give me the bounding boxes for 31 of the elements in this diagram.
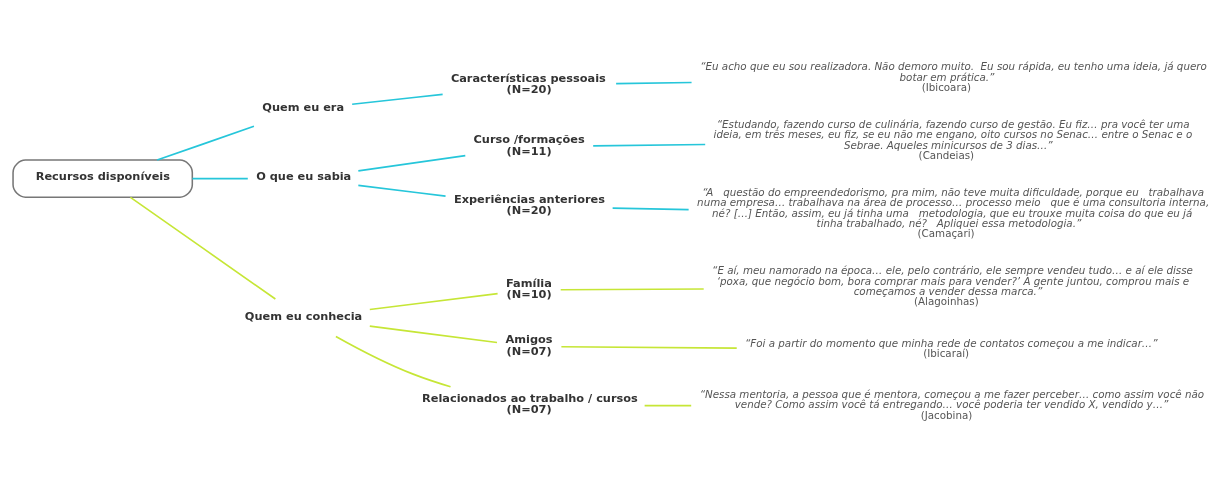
- connector: [191, 177, 249, 179]
- node-text: Experiências anteriores (N=20): [453, 191, 606, 217]
- connector: [357, 184, 447, 197]
- connector: [335, 335, 452, 388]
- node-text: Características pessoais (N=20): [450, 70, 606, 96]
- node-text: Curso /formações (N=11): [473, 131, 585, 158]
- node-text: Quem eu conhecia: [244, 308, 363, 323]
- node-text: “Eu acho que eu sou realizadora. Não demoro muito. Eu sou rápida, eu tenho uma ideia, já quero botar em prática.” (Ibicoara): [700, 59, 1207, 93]
- node-text: “E aí, meu namorado na época… ele, pelo contrário, ele sempre vendeu tudo… e aí ele disse ‘poxa, que negócio bom, bora comprar mais para vender?’ A gente juntou, comprou mais e começamos a vender dessa marca.” (Alagoinhas): [712, 263, 1193, 307]
- connector: [615, 81, 693, 84]
- node-text: O que eu sabia: [256, 168, 352, 183]
- node-text: “A questão do empreendedorismo, pra mim, não teve muita dificuldade, porque eu trabalhava numa empresa… trabalhava na área de processo… processo meio que é uma consultoria interna, né? […] Então, assim, eu já tinha uma metodologia, que eu trouxe muita coisa do que eu já tinha trabalhado, né? Apliquei essa metodologia.” (Camaçari): [697, 185, 1210, 239]
- connector: [368, 292, 499, 310]
- connector: [156, 125, 255, 161]
- node-text: Quem eu era: [262, 99, 345, 114]
- connector: [129, 196, 277, 300]
- connector: [559, 287, 705, 291]
- connector: [643, 404, 693, 406]
- connector: [592, 143, 707, 147]
- node-text: Relacionados ao trabalho / cursos (N=07): [422, 390, 638, 416]
- node-text: Amigos (N=07): [505, 331, 553, 358]
- connector: [368, 324, 498, 343]
- node-text: Família (N=10): [506, 275, 552, 301]
- connector: [351, 93, 444, 105]
- node-box: Recursos disponíveis: [12, 158, 194, 198]
- node-text: “Nessa mentoria, a pessoa que é mentora, começou a me fazer perceber… como assim você não vende? Como assim você tá entregando… você poderia ter vendido X, vendido y…” (Jacobina): [699, 387, 1205, 421]
- connector: [611, 206, 690, 210]
- node-text: “Estudando, fazendo curso de culinária, fazendo curso de gestão. Eu fiz… pra você ter uma ideia, em três meses, eu fiz, se eu não me engano, oito cursos no Senac… entre o Senac e o Sebrae. Aqueles minicursos de 3 dias…” (Candeias): [713, 117, 1193, 161]
- node-text: “Foi a partir do momento que minha rede de contatos começou a me indicar…” (Ibicaraí): [745, 336, 1158, 359]
- connector: [357, 154, 467, 172]
- connector: [560, 345, 738, 349]
